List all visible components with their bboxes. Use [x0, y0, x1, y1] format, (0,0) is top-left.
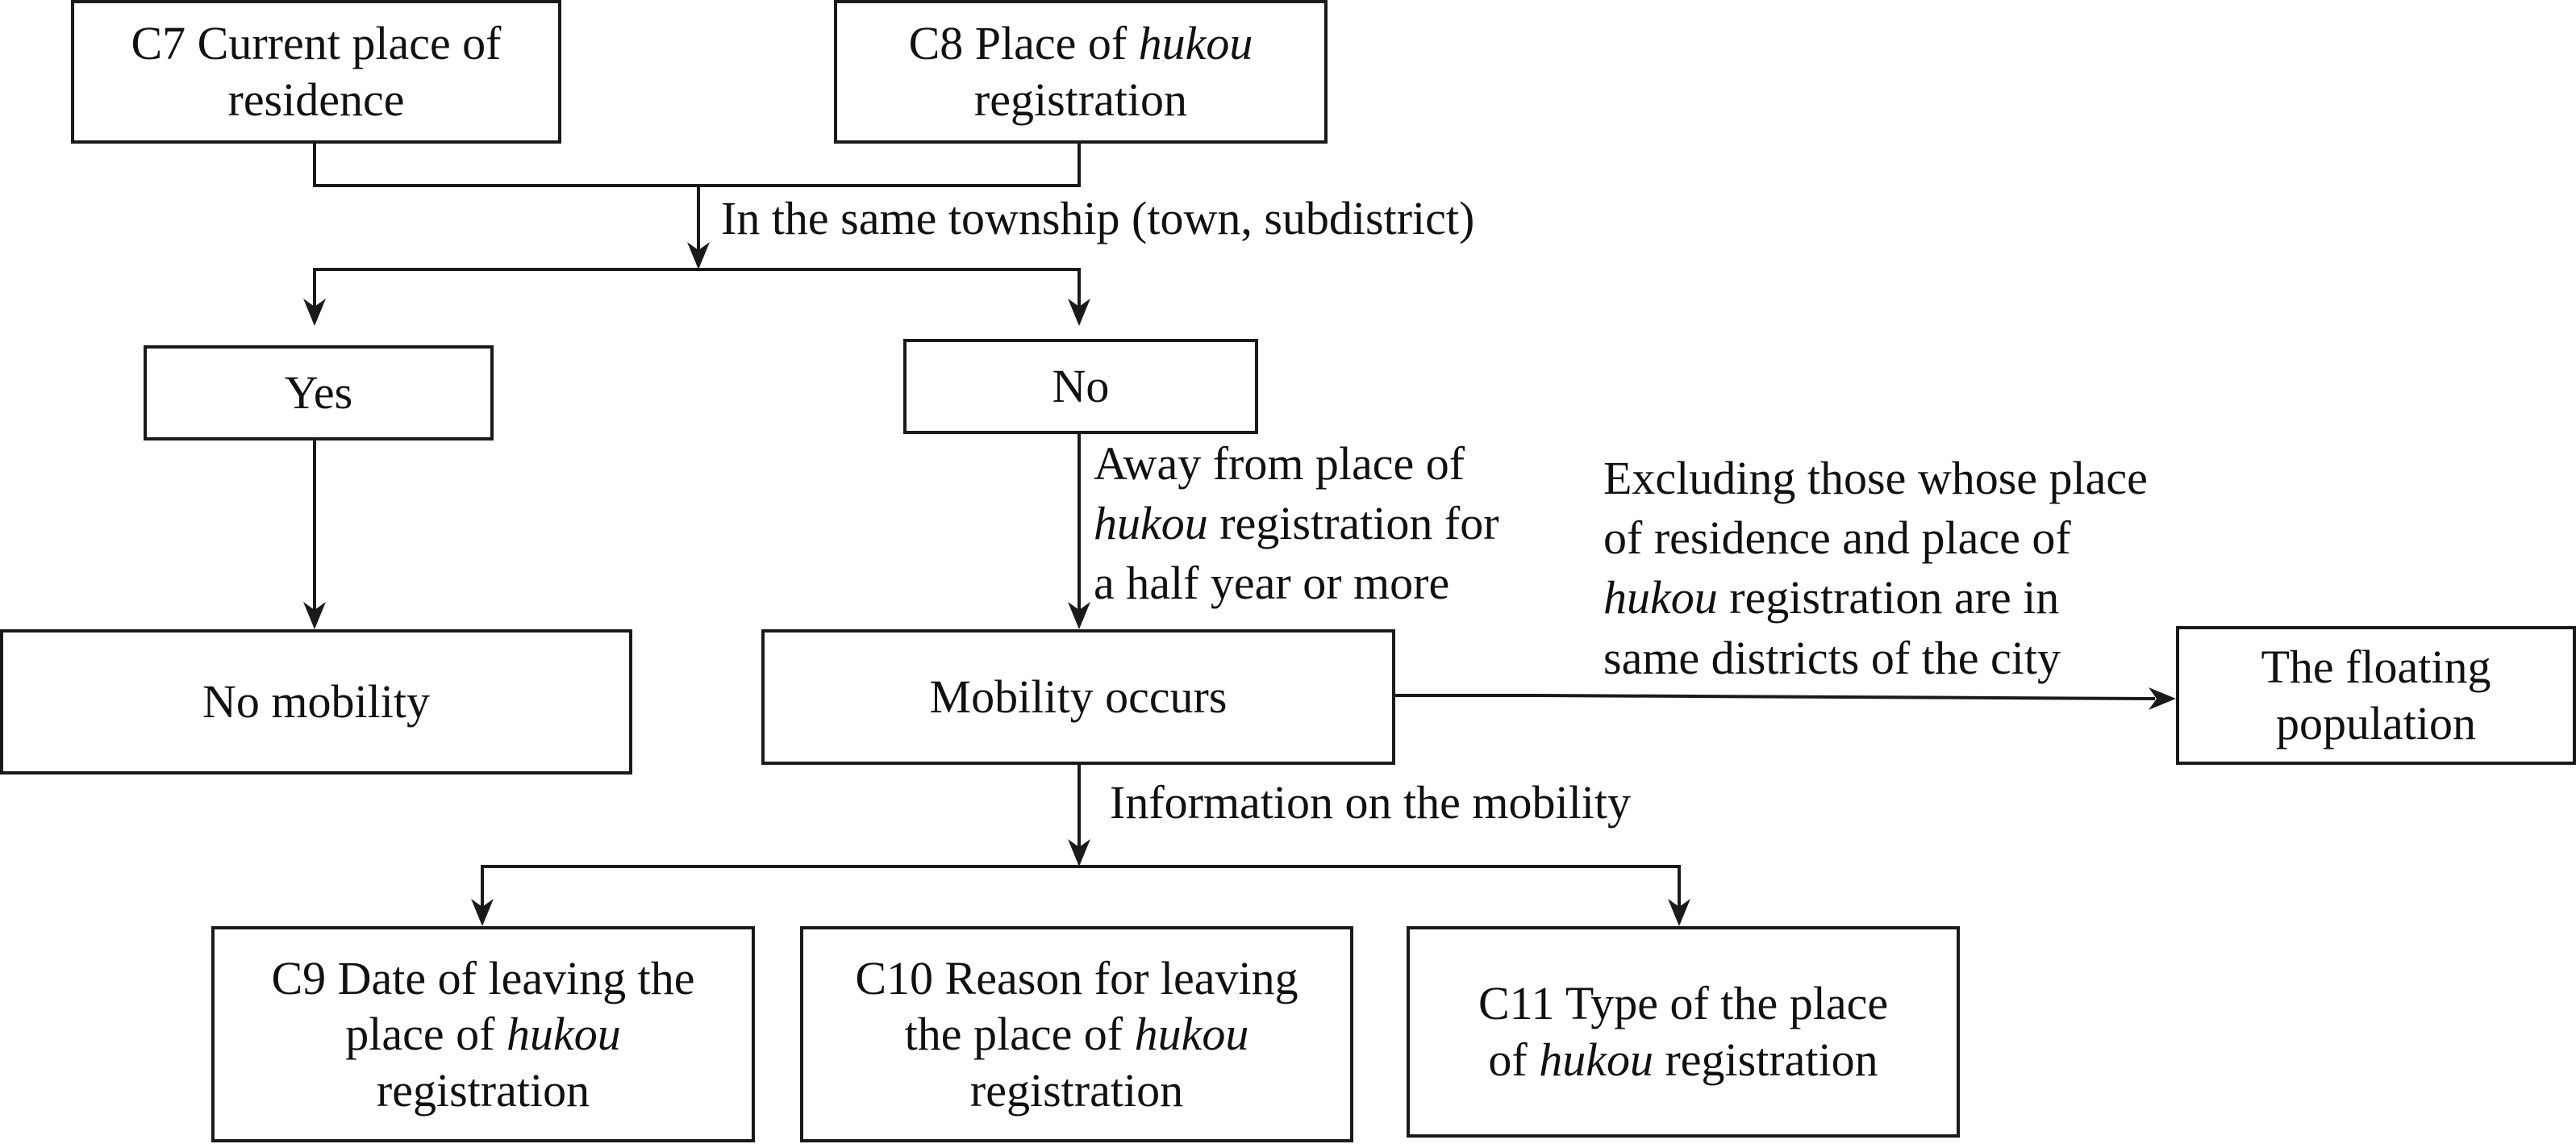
yes-box: Yes: [144, 345, 494, 440]
c8-line1-em: hukou: [1138, 17, 1253, 70]
away-line1: Away from place of: [1094, 437, 1465, 490]
arrowhead-icon: [1068, 299, 1090, 326]
floating-line1: The floating: [2261, 641, 2491, 694]
arrowhead-icon: [687, 242, 710, 269]
no-label: No: [1052, 360, 1110, 413]
c7-line1: C7 Current place of: [131, 17, 502, 70]
arrowhead-icon: [1668, 899, 1690, 926]
c11-type-of-place-box: C11 Type of the place of hukou registrat…: [1407, 926, 1960, 1138]
arrowhead-icon: [303, 602, 326, 629]
arrowhead-icon: [1068, 839, 1090, 866]
c11-line1: C11 Type of the place: [1478, 977, 1889, 1030]
c9-line1: C9 Date of leaving the: [271, 951, 695, 1004]
c9-line2-em: hukou: [506, 1008, 621, 1061]
c11-line2-pre: of: [1488, 1033, 1540, 1086]
excluding-line4: same districts of the city: [1603, 631, 2061, 684]
c10-reason-for-leaving-box: C10 Reason for leaving the place of huko…: [800, 926, 1353, 1142]
away-line2-post: registration for: [1207, 497, 1499, 550]
away-line2-em: hukou: [1094, 497, 1208, 550]
merge-connector: [313, 142, 1081, 187]
info-split-connector: [481, 865, 1681, 908]
c10-line2-pre: the place of: [904, 1008, 1135, 1061]
c9-date-of-leaving-box: C9 Date of leaving the place of hukou re…: [211, 926, 755, 1142]
no-box: No: [903, 339, 1258, 434]
excluding-line2: of residence and place of: [1603, 511, 2071, 565]
excluding-line3-em: hukou: [1603, 571, 1718, 624]
excluding-label: Excluding those whose place of residence…: [1603, 449, 2148, 688]
split-connector: [313, 268, 1081, 308]
arrowhead-icon: [1068, 602, 1090, 629]
same-township-label: In the same township (town, subdistrict): [721, 192, 1475, 244]
arrowhead-icon: [2149, 687, 2176, 710]
c10-line3: registration: [969, 1063, 1184, 1117]
away-line3: a half year or more: [1094, 557, 1450, 610]
floating-population-box: The floating population: [2176, 626, 2576, 765]
floating-line2: population: [2275, 697, 2477, 749]
away-from-hukou-label: Away from place of hukou registration fo…: [1094, 434, 1499, 614]
excluding-line1: Excluding those whose place: [1603, 452, 2148, 504]
information-label: Information on the mobility: [1110, 776, 1631, 829]
c9-line3: registration: [376, 1063, 590, 1117]
c8-hukou-place-box: C8 Place of hukou registration: [834, 0, 1328, 144]
mobility-to-floating-connector: [1394, 694, 2156, 701]
c10-line2-em: hukou: [1134, 1008, 1249, 1061]
c9-line2-pre: place of: [345, 1008, 506, 1061]
no-mobility-label: No mobility: [202, 675, 430, 729]
c11-line2-em: hukou: [1539, 1033, 1653, 1086]
excluding-line3-post: registration are in: [1717, 571, 2060, 624]
c10-line1: C10 Reason for leaving: [855, 951, 1298, 1004]
mobility-occurs-label: Mobility occurs: [929, 670, 1228, 724]
c11-line2-post: registration: [1653, 1033, 1878, 1086]
arrowhead-icon: [303, 299, 326, 326]
c7-line2: residence: [227, 73, 405, 126]
c8-line1-pre: C8 Place of: [908, 17, 1139, 70]
arrowhead-icon: [471, 899, 494, 926]
c8-line2: registration: [973, 73, 1188, 126]
mobility-occurs-box: Mobility occurs: [761, 629, 1395, 765]
no-mobility-box: No mobility: [0, 629, 632, 774]
yes-label: Yes: [284, 366, 353, 420]
c7-current-residence-box: C7 Current place of residence: [71, 0, 561, 144]
